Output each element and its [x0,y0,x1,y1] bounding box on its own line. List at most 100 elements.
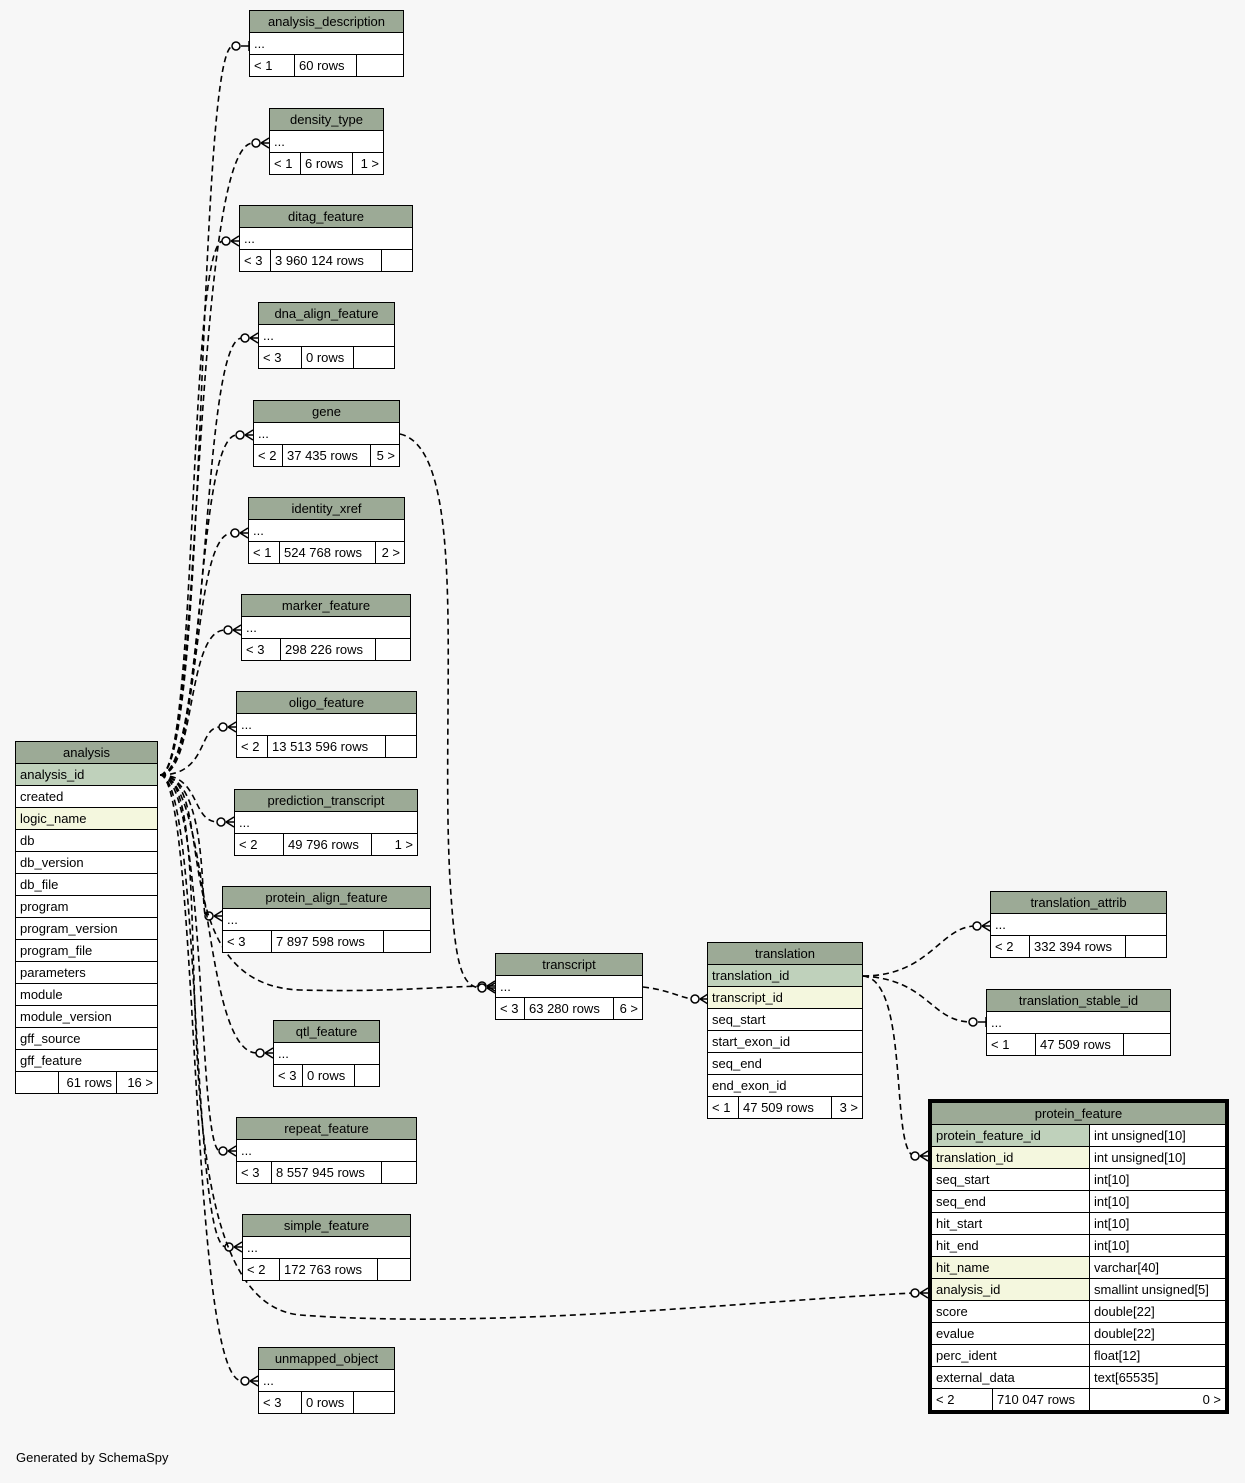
elided-columns: ... [241,616,411,639]
parent-count: < 2 [253,444,283,467]
table-header[interactable]: repeat_feature [236,1117,417,1140]
edge-repeat-feature [159,774,221,1152]
table-header[interactable]: density_type [269,108,384,131]
table-header[interactable]: oligo_feature [236,691,417,714]
edge-dna-align-feature-marker [240,332,259,344]
edge-density-type-marker [251,137,270,149]
column-gff-source[interactable]: gff_source [15,1027,158,1050]
edge-dna-align-feature [159,337,243,776]
column-analysis-id[interactable]: analysis_id [929,1278,1090,1301]
column-seq-start[interactable]: seq_start [929,1168,1090,1191]
elided-columns: ... [495,975,643,998]
table-header[interactable]: translation_stable_id [986,989,1171,1012]
table-header[interactable]: protein_align_feature [222,886,431,909]
column-protein-feature-id[interactable]: protein_feature_id [929,1124,1090,1147]
column-seq-end[interactable]: seq_end [929,1190,1090,1213]
column-transcript-id[interactable]: transcript_id [707,986,863,1009]
elided-columns: ... [222,908,431,931]
column-analysis-id[interactable]: analysis_id [15,763,158,786]
parent-count: < 3 [258,1391,302,1414]
row-count: 63 280 rows [524,997,614,1020]
column-perc-ident[interactable]: perc_ident [929,1344,1090,1367]
row-count: 3 960 124 rows [270,249,382,272]
table-header[interactable]: translation_attrib [990,891,1167,914]
table-header[interactable]: ditag_feature [239,205,413,228]
column-external-data[interactable]: external_data [929,1366,1090,1389]
table-translation[interactable]: translation translation_id transcript_id… [707,942,863,1119]
table-header[interactable]: simple_feature [242,1214,411,1237]
column-module-version[interactable]: module_version [15,1005,158,1028]
child-count [356,54,404,77]
edge-oligo-feature [159,726,221,776]
column-program[interactable]: program [15,895,158,918]
column-hit-name[interactable]: hit_name [929,1256,1090,1279]
elided-columns: ... [986,1011,1171,1034]
column-program-file[interactable]: program_file [15,939,158,962]
column-created[interactable]: created [15,785,158,808]
child-count: 3 > [831,1096,863,1119]
column-translation-id[interactable]: translation_id [707,964,863,987]
table-header[interactable]: analysis_description [249,10,404,33]
column-translation-id[interactable]: translation_id [929,1146,1090,1169]
row-count: 0 rows [302,1064,355,1087]
column-start-exon-id[interactable]: start_exon_id [707,1030,863,1053]
column-parameters[interactable]: parameters [15,961,158,984]
table-analysis[interactable]: analysis analysis_id created logic_name … [15,741,158,1094]
table-header[interactable]: gene [253,400,400,423]
table-header[interactable]: qtl_feature [273,1020,380,1043]
table-header[interactable]: protein_feature [929,1100,1228,1125]
child-count [1125,935,1167,958]
column-db[interactable]: db [15,829,158,852]
column-hit-start[interactable]: hit_start [929,1212,1090,1235]
table-header[interactable]: identity_xref [248,497,405,520]
child-count [383,930,431,953]
column-program-version[interactable]: program_version [15,917,158,940]
edge-oligo-feature-marker [218,721,237,733]
column-hit-end[interactable]: hit_end [929,1234,1090,1257]
edge-ditag-feature-marker [221,235,240,247]
edge-unmapped-object [159,774,243,1382]
table-header[interactable]: analysis [15,741,158,764]
table-header[interactable]: unmapped_object [258,1347,395,1370]
elided-columns: ... [242,1236,411,1259]
child-count [354,1064,380,1087]
table-header[interactable]: prediction_transcript [234,789,418,812]
table-header[interactable]: translation [707,942,863,965]
table-header[interactable]: dna_align_feature [258,302,395,325]
table-header[interactable]: marker_feature [241,594,411,617]
table-header[interactable]: transcript [495,953,643,976]
column-db-version[interactable]: db_version [15,851,158,874]
column-end-exon-id[interactable]: end_exon_id [707,1074,863,1097]
column-gff-feature[interactable]: gff_feature [15,1049,158,1072]
column-evalue[interactable]: evalue [929,1322,1090,1345]
elided-columns: ... [249,32,404,55]
row-count: 710 047 rows [992,1388,1090,1413]
column-db-file[interactable]: db_file [15,873,158,896]
child-count: 1 > [371,833,418,856]
column-seq-end[interactable]: seq_end [707,1052,863,1075]
column-logic-name[interactable]: logic_name [15,807,158,830]
parent-count: < 3 [258,346,302,369]
column-score[interactable]: score [929,1300,1090,1323]
column-seq-start[interactable]: seq_start [707,1008,863,1031]
row-count: 7 897 598 rows [271,930,384,953]
column-module[interactable]: module [15,983,158,1006]
